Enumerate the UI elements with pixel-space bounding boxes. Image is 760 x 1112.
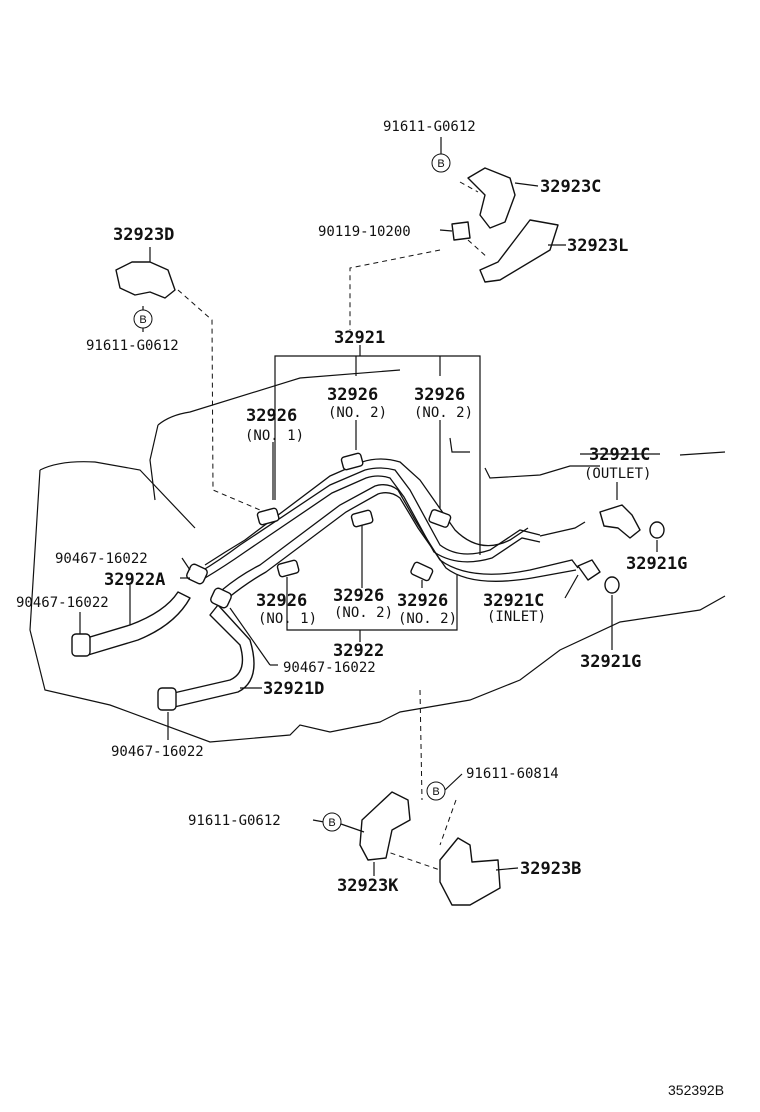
bolt-markers: B B B B (133, 153, 451, 832)
label-32923K: 32923K (337, 876, 399, 896)
grommet-32926-no2-c (350, 509, 374, 528)
label-32921D: 32921D (263, 679, 324, 699)
svg-text:B: B (432, 786, 439, 798)
label-32926-no1-bottom: 32926 (256, 591, 307, 611)
label-32926-no2-d: 32926 (397, 591, 448, 611)
fitting-32921C-inlet (577, 559, 601, 581)
grommet-32926-no2-a (340, 452, 364, 471)
hose-clamps (71, 563, 232, 711)
brackets (115, 167, 559, 906)
grommet-32926-no1-bottom (276, 559, 300, 578)
label-32923B: 32923B (520, 859, 581, 879)
grommet-32926-no2-b (428, 509, 452, 528)
union-fittings (577, 504, 665, 594)
label-32921G-b: 32921G (580, 652, 641, 672)
gasket-32921G-b (604, 576, 620, 594)
bracket-32923C (467, 167, 516, 229)
label-91611-left: 91611-G0612 (86, 338, 179, 354)
leader-lines (79, 137, 660, 876)
transmission-outline (29, 369, 726, 743)
bracket-32923K (359, 791, 411, 861)
label-32926-no2-b: 32926 (414, 385, 465, 405)
label-90467-a: 90467-16022 (55, 551, 148, 567)
label-32926-no2-d-sub: (NO. 2) (398, 611, 457, 627)
gasket-32921G-a (649, 521, 665, 539)
label-32921: 32921 (334, 328, 385, 348)
label-32921C-inlet: 32921C (483, 591, 544, 611)
label-32926-no1-top: 32926 (246, 406, 297, 426)
svg-text:B: B (328, 817, 335, 829)
pipe-assembly (199, 458, 586, 599)
fitting-32921C-outlet (599, 504, 641, 539)
svg-text:B: B (437, 158, 444, 170)
bolt-marker-top (431, 153, 451, 173)
label-32922: 32922 (333, 641, 384, 661)
label-32926-no2-b-sub: (NO. 2) (414, 405, 473, 421)
label-32923C: 32923C (540, 177, 601, 197)
label-91611-bottom-left: 91611-G0612 (188, 813, 281, 829)
part-labels: 91611-G0612 32923C 90119-10200 32923L 32… (16, 119, 724, 1098)
label-inlet: (INLET) (487, 609, 546, 625)
dashed-leaders (177, 181, 489, 871)
label-90467-c: 90467-16022 (283, 660, 376, 676)
label-32926-no2-c: 32926 (333, 586, 384, 606)
grommet-32926-no2-d (410, 561, 434, 582)
label-32922A: 32922A (104, 570, 165, 590)
label-91611-bottom-right: 91611-60814 (466, 766, 559, 782)
label-32926-no1-top-sub: (NO. 1) (245, 428, 304, 444)
pipe-grommets (256, 452, 452, 582)
bracket-32923D (115, 261, 176, 299)
label-90119: 90119-10200 (318, 224, 411, 240)
label-32921G-a: 32921G (626, 554, 687, 574)
label-32926-no2-a: 32926 (327, 385, 378, 405)
svg-text:B: B (139, 314, 146, 326)
bolt-marker-bottom-right (426, 781, 446, 801)
bolt-marker-left (133, 309, 153, 329)
clamp-90467-a (186, 563, 208, 585)
hose-32922A (79, 591, 191, 656)
reference-code: 352392B (668, 1082, 724, 1098)
label-32926-no2-c-sub: (NO. 2) (334, 605, 393, 621)
clamp-90467-b (71, 633, 91, 657)
bracket-32923L (479, 219, 559, 283)
label-32926-no2-a-sub: (NO. 2) (328, 405, 387, 421)
bolt-marker-bottom-left (322, 812, 342, 832)
label-outlet: (OUTLET) (584, 466, 651, 482)
label-32923L: 32923L (567, 236, 628, 256)
label-32926-no1-bottom-sub: (NO. 1) (258, 611, 317, 627)
label-90467-d: 90467-16022 (111, 744, 204, 760)
label-91611-top: 91611-G0612 (383, 119, 476, 135)
grommet-32926-no1-top (256, 507, 280, 526)
bracket-32923B (439, 837, 501, 906)
clamp-90467-c (210, 587, 232, 609)
label-32921C-outlet: 32921C (589, 445, 650, 465)
label-32923D: 32923D (113, 225, 174, 245)
bolt-90119 (451, 221, 471, 241)
clamp-90467-d (157, 687, 177, 711)
label-90467-b: 90467-16022 (16, 595, 109, 611)
hose-32921D (164, 604, 255, 709)
